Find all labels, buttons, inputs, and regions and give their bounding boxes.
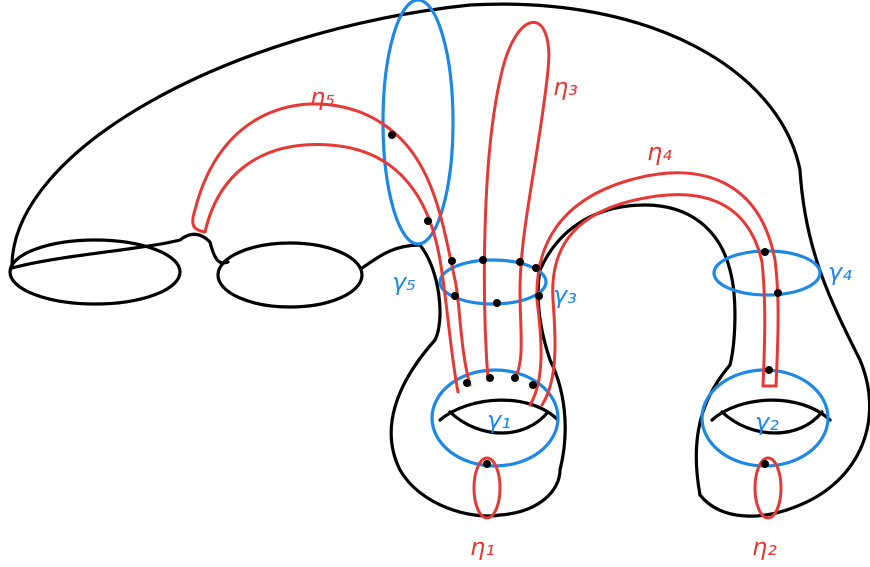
eta-4-label: η₄ bbox=[647, 138, 672, 166]
hole-left bbox=[438, 398, 560, 435]
boundary-circle-1 bbox=[8, 238, 182, 306]
boundary-circle-2 bbox=[216, 241, 364, 309]
gamma-5-label: γ₅ bbox=[392, 268, 416, 296]
gamma-4-label: γ₄ bbox=[828, 258, 852, 286]
surface-outline bbox=[10, 2, 870, 518]
bump-left bbox=[10, 232, 230, 270]
gamma-5-curve bbox=[381, 0, 455, 246]
gamma-2-label: γ₂ bbox=[755, 408, 779, 436]
eta-5-curve bbox=[191, 102, 472, 394]
hole-right bbox=[710, 398, 832, 435]
eta-2-label: η₂ bbox=[752, 533, 777, 561]
eta-4-curve bbox=[528, 171, 780, 407]
gamma-3-label: γ₃ bbox=[553, 281, 577, 309]
outer-boundary bbox=[10, 2, 870, 518]
eta-1-curve bbox=[472, 456, 502, 520]
intersection-points bbox=[388, 131, 782, 468]
right-leg bbox=[694, 363, 732, 497]
eta-1-label: η₁ bbox=[470, 533, 495, 561]
eta-2-curve bbox=[753, 456, 783, 520]
eta-3-label: η₃ bbox=[553, 73, 578, 101]
gamma-1-label: γ₁ bbox=[487, 406, 511, 434]
gamma-3-curve bbox=[438, 258, 548, 306]
eta-5-label: η₅ bbox=[310, 83, 335, 111]
left-leg bbox=[389, 243, 562, 518]
inner-arch bbox=[538, 203, 737, 367]
bump-right bbox=[360, 243, 422, 270]
eta-3-curve bbox=[482, 21, 551, 382]
